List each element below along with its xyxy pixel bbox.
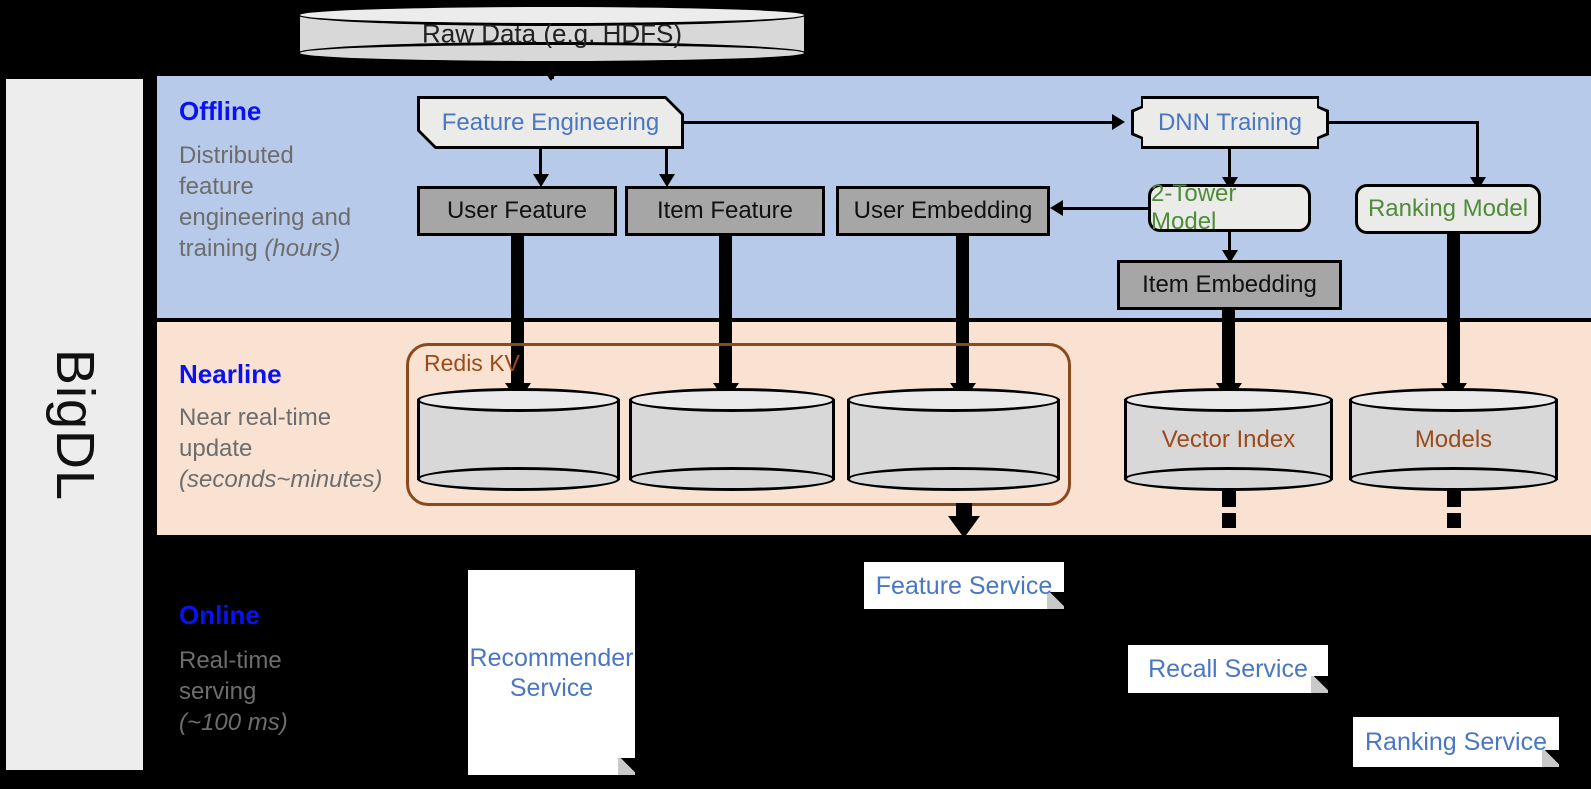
framework-label: BigDL [44,348,105,501]
item-embedding-box[interactable]: Item Embedding [1117,260,1342,310]
two-tower-model-label: 2-Tower Model [1151,180,1237,235]
feature-service-note[interactable]: Feature Service [864,562,1064,609]
pipe-user-embedding-to-store [956,236,969,388]
recall-service-note[interactable]: Recall Service [1128,645,1328,693]
ranking-model-label: Ranking Model [1367,195,1529,222]
arrowhead-raw-to-fe [538,62,564,81]
pipe-ranking-model-to-models [1447,234,1460,388]
user-embedding-box[interactable]: User Embedding [836,186,1050,236]
store-user-embedding-cylinder[interactable] [847,388,1060,491]
band-nearline-title: Nearline [179,359,282,389]
item-feature-label: Item Feature [656,197,794,224]
ranking-service-label: Ranking Service [1364,728,1548,756]
connector-two-tower-to-item-embedding [1228,232,1231,256]
stub-models-2 [1447,513,1461,528]
stub-vector-index-1 [1222,491,1236,507]
item-embedding-label: Item Embedding [1142,271,1317,298]
store-item-feature-cylinder[interactable] [629,388,835,491]
user-feature-box[interactable]: User Feature [417,186,617,236]
models-cylinder[interactable]: Models [1349,388,1558,491]
pipe-user-feature-to-store [511,236,524,388]
dnn-training-box[interactable]: DNN Training [1131,96,1329,149]
connector-dnn-to-ranking-v [1476,121,1479,181]
dnn-training-label: DNN Training [1134,99,1326,146]
band-online-title: Online [179,600,260,630]
arrowhead-two-tower-to-user-embedding [1050,200,1063,216]
framework-strip: BigDL [3,76,146,773]
raw-data-label: Raw Data (e.g. HDFS) [421,18,683,49]
stub-vector-index-2 [1222,513,1236,528]
vector-index-cylinder[interactable]: Vector Index [1124,388,1333,491]
arrowhead-two-tower-to-item-embedding [1222,250,1238,263]
band-offline-title: Offline [179,96,262,126]
stub-feature-service-1 [956,503,972,519]
recall-service-label: Recall Service [1148,655,1308,683]
recommender-service-label: Recommender Service [469,643,634,702]
band-nearline-subtitle: Near real-time update (seconds~minutes) [179,404,383,493]
user-feature-label: User Feature [446,197,588,224]
vector-index-label: Vector Index [1161,425,1296,453]
arrowhead-fe-to-user-feature [533,174,549,187]
arrowhead-store-to-feature-service [948,516,980,538]
arrowhead-fe-to-item-feature [659,174,675,187]
feature-service-label: Feature Service [875,571,1053,600]
ranking-service-note[interactable]: Ranking Service [1353,717,1559,767]
connector-fe-to-user-feature [539,149,542,177]
redis-kv-container [406,343,1071,506]
connector-dnn-to-two-tower [1228,149,1231,181]
ranking-model-box[interactable]: Ranking Model [1355,184,1541,234]
band-online-subtitle: Real-time serving (~100 ms) [179,647,288,736]
stub-models-1 [1447,491,1461,507]
store-user-feature-cylinder[interactable] [417,388,620,491]
user-embedding-label: User Embedding [853,197,1033,224]
connector-fe-to-item-feature [665,149,668,177]
band-offline-subtitle: Distributed feature engineering and trai… [179,142,352,262]
pipe-item-feature-to-store [719,236,732,388]
connector-dnn-to-ranking-h [1329,121,1479,124]
redis-kv-label: Redis KV [424,350,520,376]
arrowhead-fe-to-dnn [1112,114,1125,130]
raw-data-cylinder: Raw Data (e.g. HDFS) [297,4,807,64]
item-feature-box[interactable]: Item Feature [625,186,825,236]
feature-engineering-label: Feature Engineering [420,99,681,146]
feature-engineering-box[interactable]: Feature Engineering [417,96,684,149]
connector-two-tower-to-user-embedding [1063,207,1149,210]
pipe-item-embedding-to-vector-index [1222,310,1235,388]
connector-fe-to-dnn [684,121,1112,124]
two-tower-model-box[interactable]: 2-Tower Model [1148,180,1311,235]
recommender-service-note[interactable]: Recommender Service [468,570,635,775]
models-label: Models [1414,425,1493,453]
